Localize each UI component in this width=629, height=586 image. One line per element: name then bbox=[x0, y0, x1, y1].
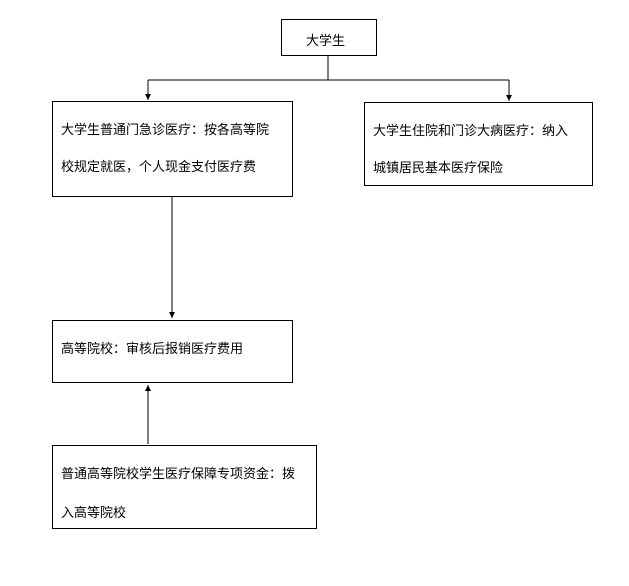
node-inpatient: 大学生住院和门诊大病医疗：纳入 城镇居民基本医疗保险 bbox=[364, 102, 593, 186]
node-inpatient-line2: 城镇居民基本医疗保险 bbox=[373, 161, 504, 176]
node-inpatient-line1: 大学生住院和门诊大病医疗：纳入 bbox=[373, 124, 569, 139]
node-outpatient-line2: 校规定就医，个人现金支付医疗费 bbox=[61, 160, 257, 175]
node-root: 大学生 bbox=[281, 19, 377, 56]
node-university-label: 高等院校：审核后报销医疗费用 bbox=[61, 342, 244, 357]
node-fund-line2: 入高等院校 bbox=[61, 506, 127, 521]
node-university: 高等院校：审核后报销医疗费用 bbox=[52, 320, 293, 383]
node-root-label: 大学生 bbox=[306, 34, 346, 49]
node-fund: 普通高等院校学生医疗保障专项资金：拨 入高等院校 bbox=[52, 445, 317, 529]
node-outpatient-line1: 大学生普通门急诊医疗：按各高等院 bbox=[61, 123, 270, 138]
node-outpatient: 大学生普通门急诊医疗：按各高等院 校规定就医，个人现金支付医疗费 bbox=[52, 101, 293, 197]
node-fund-line1: 普通高等院校学生医疗保障专项资金：拨 bbox=[61, 467, 296, 482]
